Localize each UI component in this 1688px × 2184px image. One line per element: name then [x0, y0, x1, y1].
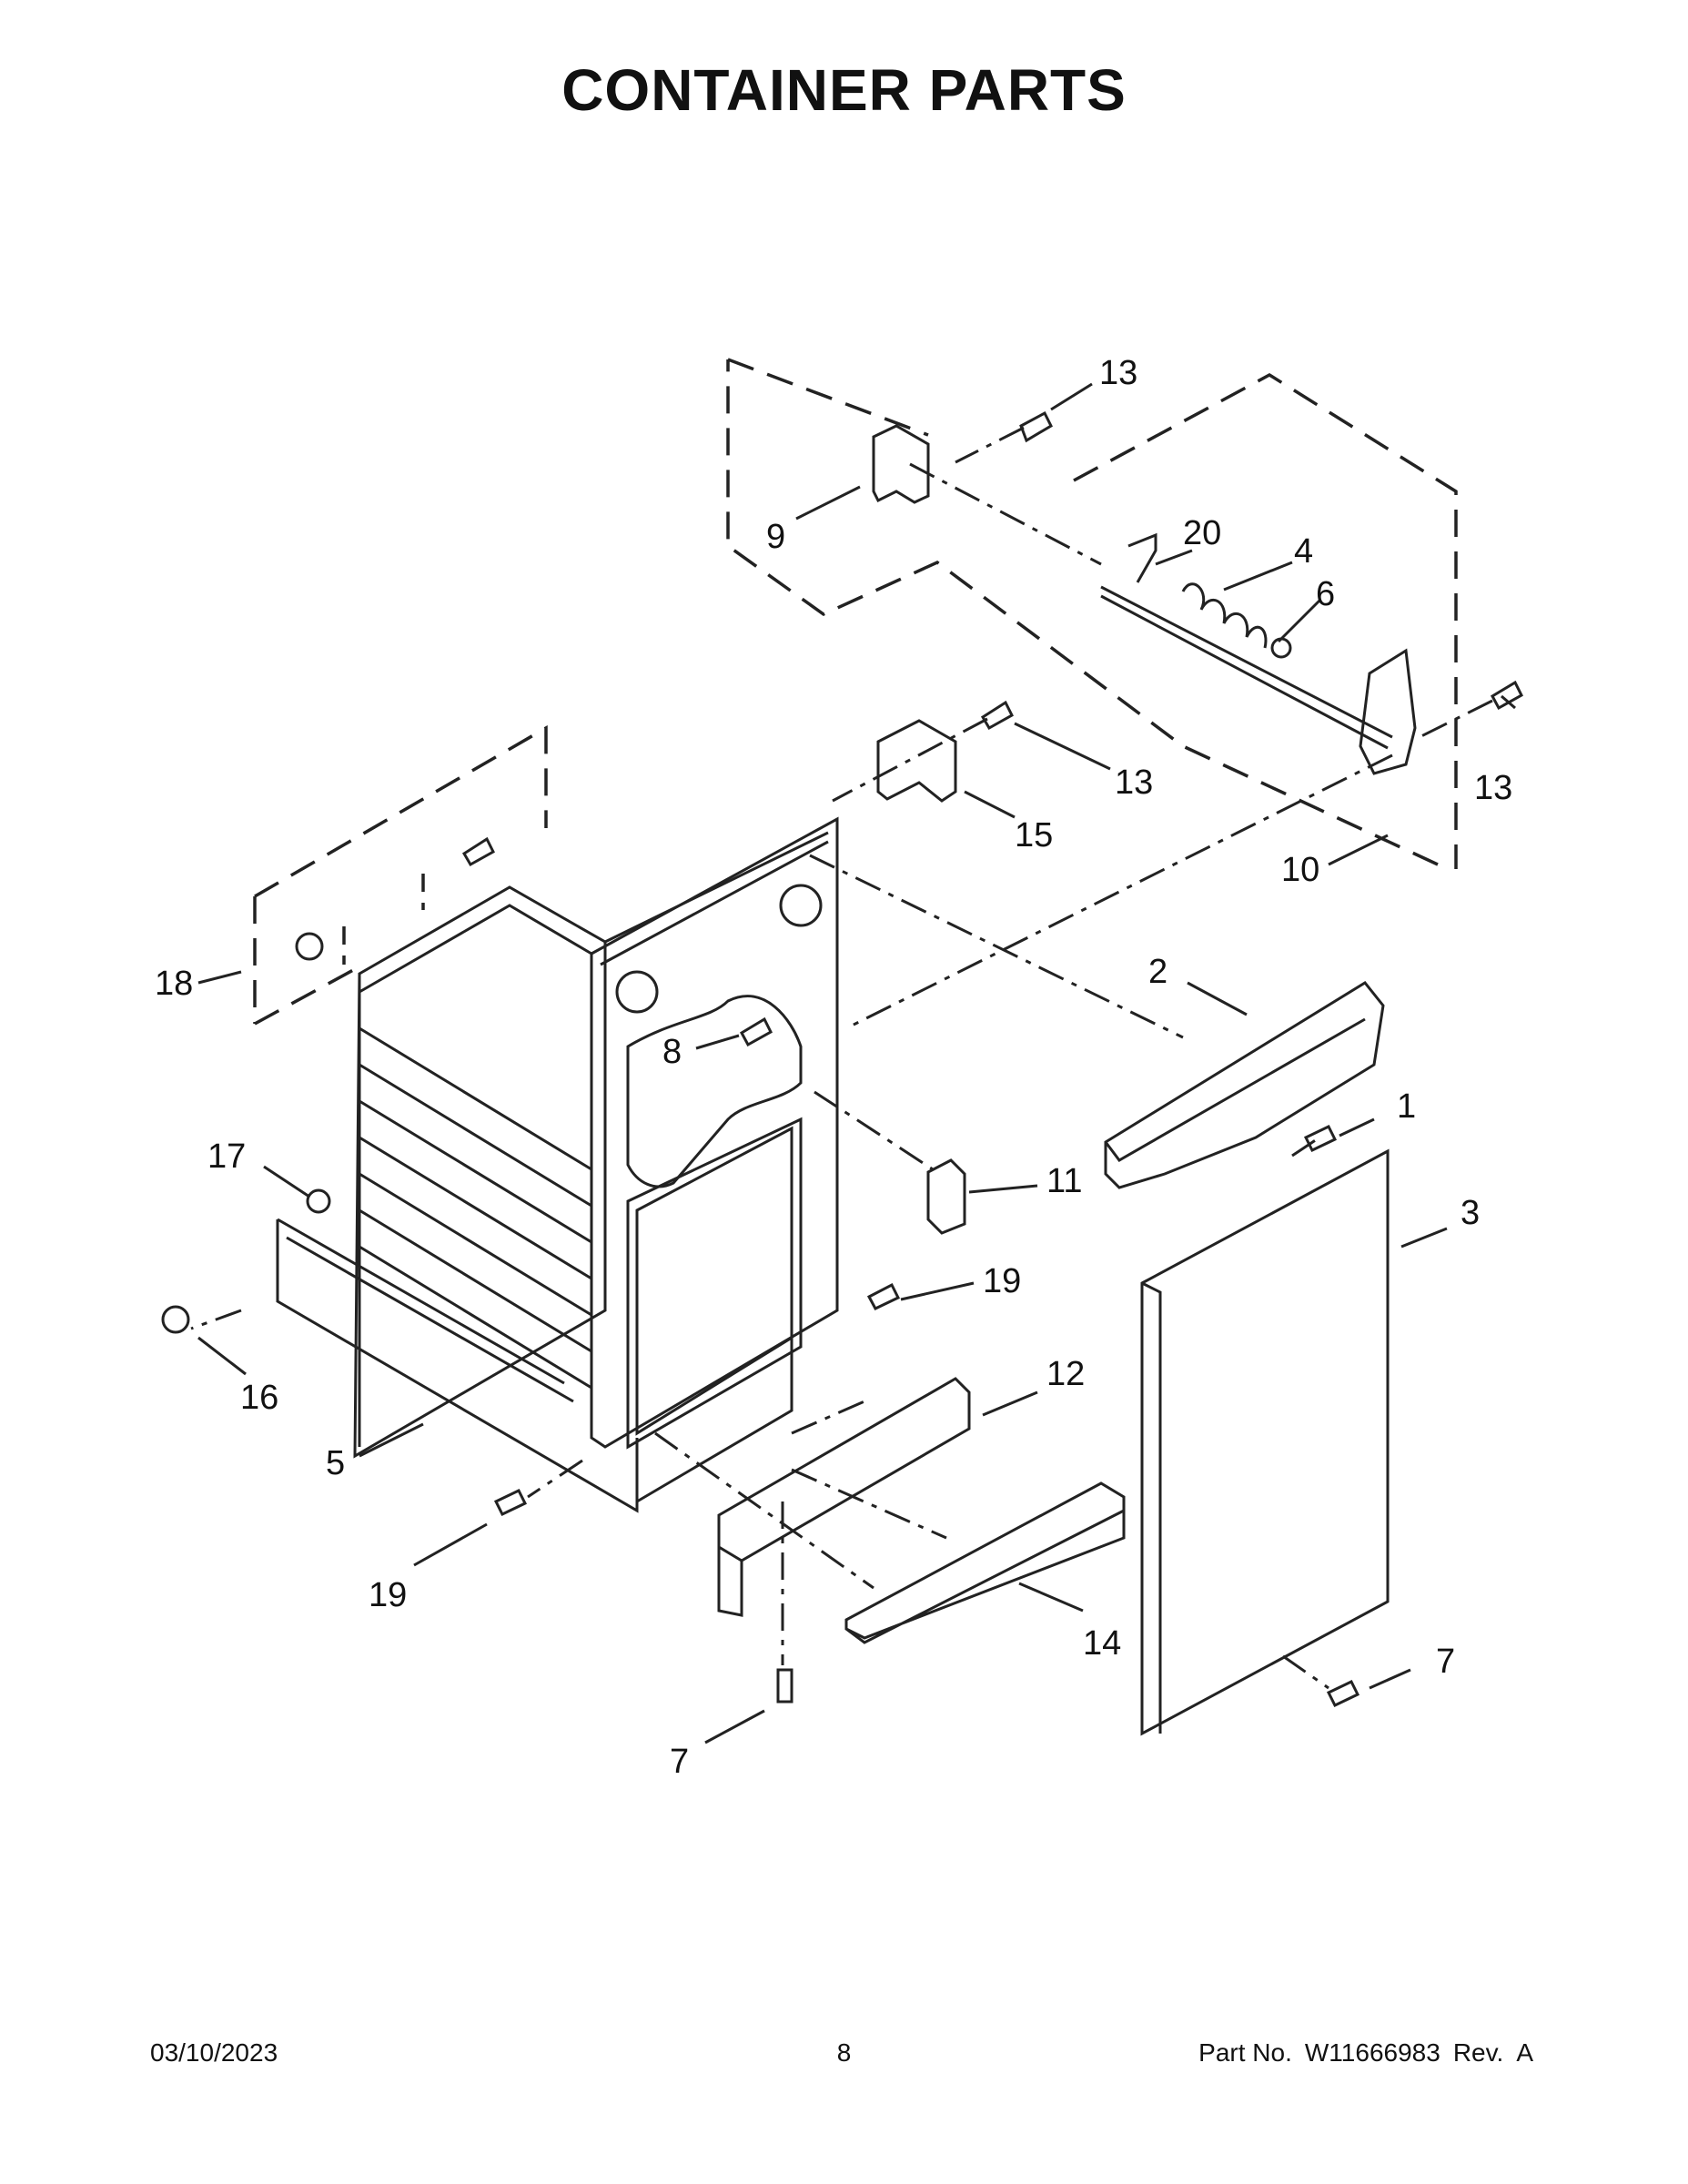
- callout-13-top: 13: [1099, 354, 1137, 392]
- callout-15: 15: [1015, 816, 1053, 854]
- callout-8: 8: [662, 1033, 682, 1071]
- callout-18: 18: [155, 965, 193, 1003]
- callout-2: 2: [1148, 953, 1167, 991]
- part-15-bracket: [876, 719, 957, 803]
- part-2-top-trim: [1104, 981, 1385, 1189]
- callout-9: 9: [766, 518, 785, 556]
- callout-labels: 13 9 20 4 6 13 13 15 10 18 2 8 1 17 11 3…: [155, 354, 1512, 1781]
- revision-label: Rev.: [1452, 2038, 1504, 2067]
- fasteners: [161, 410, 1523, 1707]
- callout-19-left: 19: [369, 1576, 407, 1614]
- callout-17: 17: [207, 1138, 246, 1176]
- part-20-latch: [1127, 532, 1157, 583]
- callout-5: 5: [326, 1444, 345, 1482]
- callout-13-mid: 13: [1115, 763, 1153, 802]
- part-14-bottom-trim: [844, 1481, 1126, 1644]
- part-number-label: Part No.: [1198, 2038, 1292, 2067]
- callout-7-bottom: 7: [670, 1743, 689, 1781]
- callout-1: 1: [1397, 1087, 1416, 1126]
- part-10-end-bracket: [1359, 648, 1417, 775]
- part-11-bracket: [926, 1158, 966, 1235]
- part-4-spring: [1181, 582, 1268, 649]
- callout-4: 4: [1294, 532, 1313, 571]
- part-3-front-panel: [1140, 1148, 1390, 1736]
- callout-11: 11: [1046, 1162, 1082, 1200]
- page-title: CONTAINER PARTS: [561, 57, 1127, 123]
- footer-part-info: Part No. W11666983 Rev. A: [1186, 2038, 1533, 2068]
- part-9-bracket: [872, 424, 930, 504]
- revision: A: [1516, 2038, 1533, 2067]
- part-number: W11666983: [1304, 2038, 1440, 2067]
- footer-page-number: 8: [836, 2038, 852, 2067]
- callout-19-right: 19: [983, 1262, 1021, 1300]
- callout-6: 6: [1316, 575, 1335, 613]
- part-6-washer: [1270, 637, 1292, 659]
- footer-date: 03/10/2023: [150, 2038, 278, 2067]
- part-12-bracket: [717, 1377, 971, 1617]
- callout-14: 14: [1083, 1624, 1121, 1663]
- callout-13-right: 13: [1474, 769, 1512, 807]
- part-10-rod: [1100, 585, 1393, 750]
- callout-3: 3: [1461, 1194, 1480, 1232]
- callout-20: 20: [1183, 514, 1221, 552]
- callout-7-right: 7: [1436, 1643, 1455, 1681]
- callout-12: 12: [1046, 1355, 1085, 1393]
- leader-arrows: [197, 382, 1516, 1744]
- left-group-dashed-box: [253, 724, 548, 1026]
- container-body: [276, 816, 839, 1513]
- upper-group-dashed-box: [726, 358, 1458, 869]
- callout-10: 10: [1281, 851, 1319, 889]
- callout-16: 16: [240, 1379, 278, 1417]
